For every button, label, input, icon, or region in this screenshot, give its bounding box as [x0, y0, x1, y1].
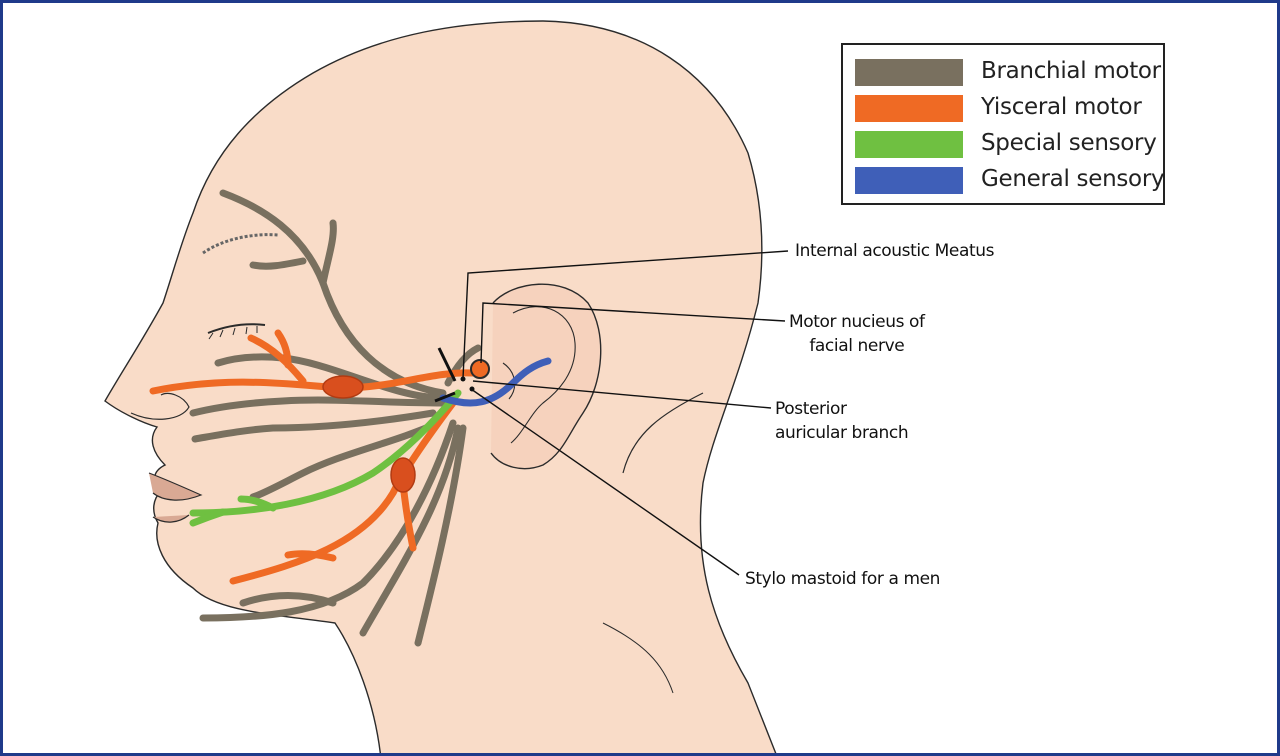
legend: Branchial motor Yisceral motor Special s… [841, 43, 1165, 205]
label-stylomastoid: Stylo mastoid for a men [745, 567, 940, 591]
pterygopalatine-ganglion [322, 375, 364, 399]
leader-dot-2 [469, 386, 475, 392]
cervical-branch-2 [414, 424, 467, 647]
cervical-branch [359, 424, 462, 637]
legend-label: Branchial motor [981, 58, 1161, 84]
special-sensory-nerves [189, 389, 462, 527]
ear-inner [510, 306, 576, 444]
lacrimal-twig-2 [274, 329, 292, 369]
mandibular-twig [239, 592, 337, 607]
buccal-branch [189, 396, 447, 417]
branchial-motor-nerves [189, 189, 482, 647]
meatus-marker [434, 347, 457, 403]
motor-nucleus-marker [470, 359, 490, 379]
leader-motor-nucleus [480, 302, 786, 364]
submandibular-twig [284, 550, 337, 562]
legend-label: General sensory [981, 166, 1165, 192]
taste-twig-2 [189, 508, 227, 527]
legend-item-general-sensory: General sensory [855, 165, 1165, 197]
legend-label: Yisceral motor [981, 94, 1142, 120]
label-line-2: auricular branch [775, 423, 909, 443]
label-posterior-auricular: Posterior auricular branch [775, 397, 909, 445]
label-internal-acoustic-meatus: Internal acoustic Meatus [795, 239, 995, 263]
taste-twig-1 [237, 495, 277, 512]
legend-swatch [855, 95, 963, 122]
taste-branch [189, 389, 462, 517]
legend-item-branchial-motor: Branchial motor [855, 57, 1161, 89]
posterior-auricular-grey [444, 344, 482, 387]
jaw-line [602, 622, 674, 694]
mandibular-branch [199, 419, 457, 622]
closed-eye [207, 323, 266, 334]
head-illustration [104, 20, 789, 753]
leader-lines [462, 250, 789, 576]
legend-label: Special sensory [981, 130, 1157, 156]
general-sensory-nerve [439, 357, 552, 407]
legend-swatch [855, 131, 963, 158]
eyelashes [208, 326, 258, 340]
label-motor-nucleus: Motor nucieus of facial nerve [789, 310, 925, 358]
label-line-1: Motor nucieus of [789, 312, 925, 332]
eyebrow [202, 233, 279, 255]
legend-swatch [855, 59, 963, 86]
buccal-branch-2 [191, 409, 437, 443]
leader-internal-acoustic [462, 250, 789, 379]
label-line-1: Posterior [775, 399, 847, 419]
chorda-tympani-path [229, 399, 457, 585]
leader-stylomastoid [470, 388, 740, 576]
lacrimal-twig [247, 334, 307, 385]
legend-item-special-sensory: Special sensory [855, 129, 1161, 161]
label-line-2: facial nerve [809, 336, 905, 356]
lips [148, 472, 203, 523]
zygomatic-branch [214, 353, 447, 402]
legend-item-visceral-motor: Yisceral motor [855, 93, 1161, 125]
buccal-branch-3 [249, 419, 442, 501]
head-silhouette [104, 20, 777, 753]
submandibular-ganglion [390, 457, 416, 493]
nostril [130, 392, 190, 420]
zygomatic-twig [249, 257, 307, 270]
leader-dot-1 [460, 376, 466, 382]
label-text: Stylo mastoid for a men [745, 569, 941, 589]
label-text: Internal acoustic Meatus [795, 241, 995, 261]
neck-line [622, 392, 704, 474]
legend-swatch [855, 167, 963, 194]
leader-posterior-auricular [472, 380, 772, 409]
temporal-twig [319, 219, 337, 287]
